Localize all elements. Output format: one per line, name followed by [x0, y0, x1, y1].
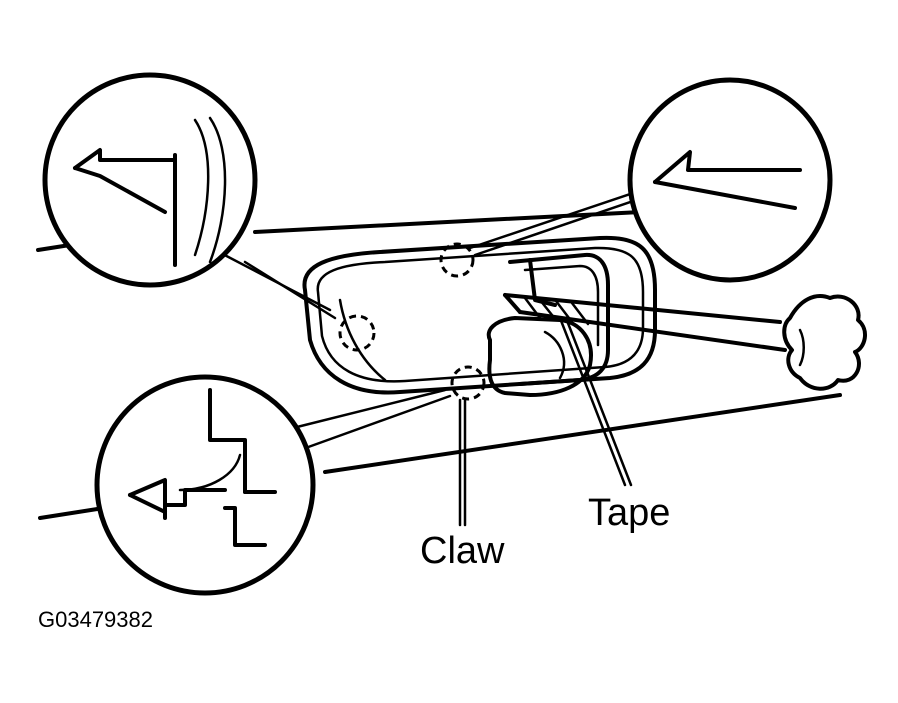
claw-detail-callout-top-left — [42, 72, 258, 288]
figure-code: G03479382 — [38, 607, 153, 632]
claw-markers — [338, 242, 486, 401]
door-handle — [486, 252, 610, 397]
label-leaders — [458, 316, 633, 527]
screwdriver-icon — [503, 293, 867, 391]
callout-leaders — [213, 186, 650, 452]
door-panel-outline — [36, 210, 842, 520]
claw-detail-callout-bottom-left — [94, 374, 316, 596]
tape-label: Tape — [588, 492, 670, 534]
claw-detail-callout-top-right — [627, 77, 833, 283]
claw-label: Claw — [420, 530, 505, 572]
